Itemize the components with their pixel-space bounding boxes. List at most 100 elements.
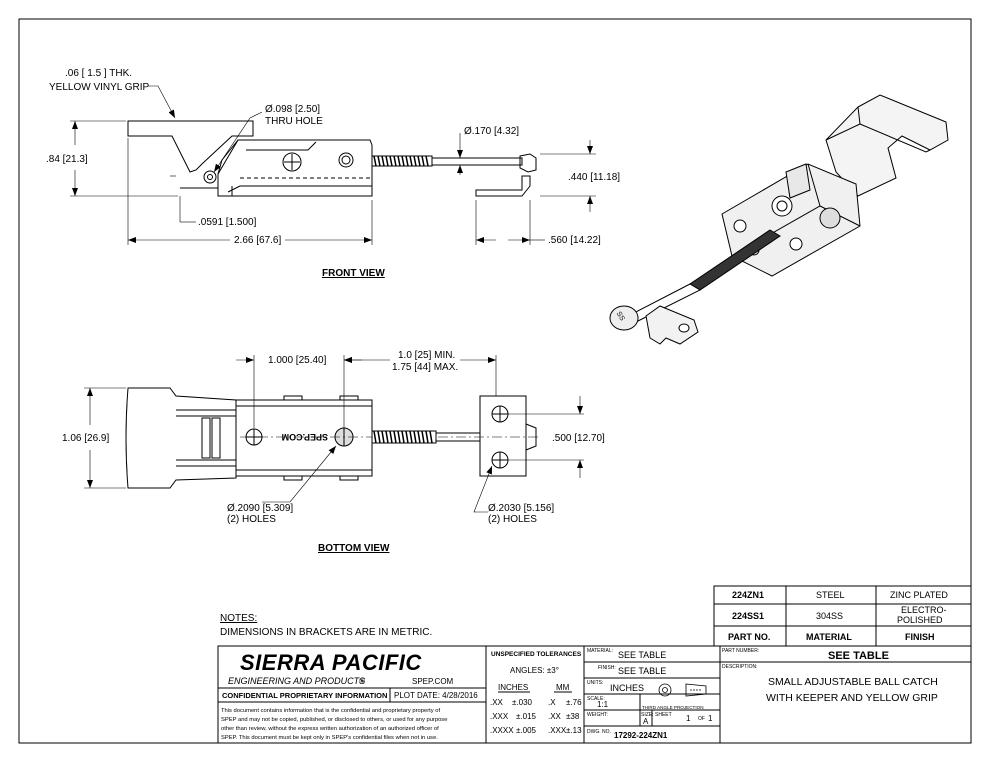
tol-r1-c: .X xyxy=(548,698,556,707)
tol-r1-a: .XX xyxy=(490,698,504,707)
bottom-view-title: BOTTOM VIEW xyxy=(318,543,390,554)
sheet-label: SHEET xyxy=(655,712,672,718)
tol-r3-a: .XXXX xyxy=(490,726,514,735)
thru-hole-circle xyxy=(203,170,217,184)
bottom-view xyxy=(125,387,540,489)
tol-title: UNSPECIFIED TOLERANCES xyxy=(491,651,582,658)
notes-line: DIMENSIONS IN BRACKETS ARE IN METRIC. xyxy=(220,627,432,638)
thk2-label: .0591 [1.500] xyxy=(198,217,257,228)
company-web: SPEP.COM xyxy=(412,677,454,686)
part-row1-part: 224ZN1 xyxy=(732,590,764,600)
title-block-text: SIERRA PACIFIC ENGINEERING AND PRODUCTS … xyxy=(221,648,938,741)
tol-r3-c: .XXX xyxy=(548,726,567,735)
iso-grip xyxy=(825,94,949,197)
keeper-w-label: .500 [12.70] xyxy=(552,433,605,444)
tol-r3-d: ±.13 xyxy=(566,726,582,735)
part-row1-material: STEEL xyxy=(816,590,845,600)
holes-right-label: Ø.2030 [5.156] xyxy=(488,503,554,514)
front-body xyxy=(217,139,373,193)
size-value: A xyxy=(643,717,649,726)
finish-label: FINISH: xyxy=(598,665,616,671)
notes: NOTES: DIMENSIONS IN BRACKETS ARE IN MET… xyxy=(220,613,432,638)
tol-r1-d: ±.76 xyxy=(566,698,582,707)
iso-ball xyxy=(609,305,639,331)
projection-symbol-icon xyxy=(658,683,707,697)
company-logo: SIERRA PACIFIC xyxy=(240,650,422,675)
iso-stamp-text: SS xyxy=(615,311,626,323)
sheet-value: 1 xyxy=(686,714,691,723)
front-rear-rivet xyxy=(338,152,354,168)
tol-mm: MM xyxy=(556,683,570,692)
front-pivot-circle xyxy=(282,152,302,172)
length-label: 2.66 [67.6] xyxy=(234,235,281,246)
bottom-thread xyxy=(373,430,433,444)
grip-thk-label: .06 [ 1.5 ] THK. xyxy=(65,68,132,79)
iso-keeper xyxy=(645,305,699,345)
part-row2-material: 304SS xyxy=(816,611,843,621)
thru-note-label: THRU HOLE xyxy=(265,116,323,127)
bottom-keeper xyxy=(479,395,527,477)
front-grip xyxy=(127,120,254,173)
front-keeper xyxy=(475,175,531,197)
units-value: INCHES xyxy=(610,683,644,693)
isometric-view: SS xyxy=(609,94,949,345)
rod-dia-label: Ø.170 [4.32] xyxy=(464,126,519,137)
part-row2-finish: ELECTRO- xyxy=(901,605,947,615)
front-dimensions xyxy=(70,85,596,245)
desc-label: DESCRIPTION: xyxy=(722,664,758,670)
bottom-dim-text: 1.000 [25.40] 1.0 [25] MIN. 1.75 [44] MA… xyxy=(62,350,605,554)
scale-value: 1:1 xyxy=(597,700,609,709)
header-material: MATERIAL xyxy=(806,632,852,642)
finish-value: SEE TABLE xyxy=(618,666,666,676)
legal-line-3: other than review, without the express w… xyxy=(221,726,439,732)
bottom-dimensions xyxy=(84,355,584,513)
tol-angles: ANGLES: ±3° xyxy=(510,666,559,675)
plot-date: PLOT DATE: 4/28/2016 xyxy=(394,691,478,700)
header-finish: FINISH xyxy=(905,632,935,642)
confidential-label: CONFIDENTIAL PROPRIETARY INFORMATION xyxy=(222,691,387,700)
thru-dia-label: Ø.098 [2.50] xyxy=(265,104,320,115)
desc-line-2: WITH KEEPER AND YELLOW GRIP xyxy=(766,692,938,704)
parts-table-text: 224ZN1 STEEL ZINC PLATED 224SS1 304SS EL… xyxy=(728,590,948,642)
dwg-label: DWG. NO. xyxy=(587,729,611,735)
holes-left-qty: (2) HOLES xyxy=(227,514,276,525)
holes-left-label: Ø.2090 [5.309] xyxy=(227,503,293,514)
front-view-title: FRONT VIEW xyxy=(322,268,385,279)
keeper-len-label: .560 [14.22] xyxy=(548,235,601,246)
tol-r3-b: ±.005 xyxy=(516,726,537,735)
adj-min-label: 1.0 [25] MIN. xyxy=(398,350,455,361)
scale-label: SCALE: xyxy=(587,696,605,702)
front-thread xyxy=(371,155,433,167)
front-rod xyxy=(431,157,523,166)
hook-h-label: .440 [11.18] xyxy=(568,172,620,183)
legal-line-1: This document contains information that … xyxy=(221,708,441,714)
grip-name-label: YELLOW VINYL GRIP xyxy=(49,82,150,93)
tol-r2-d: ±38 xyxy=(566,712,580,721)
tol-inches: INCHES xyxy=(498,683,528,692)
projection-label: THIRD ANGLE PROJECTION xyxy=(642,705,704,710)
of-label: OF xyxy=(698,716,705,722)
hole-spacing-label: 1.000 [25.40] xyxy=(268,355,327,366)
part-row2-finish2: POLISHED xyxy=(897,615,943,625)
front-dim-text: .06 [ 1.5 ] THK. YELLOW VINYL GRIP Ø.098… xyxy=(46,68,620,279)
size-label: SIZE: xyxy=(641,712,654,718)
width-label: 1.06 [26.9] xyxy=(62,433,109,444)
tol-r2-c: .XX xyxy=(548,712,562,721)
dwg-value: 17292-224ZN1 xyxy=(614,731,668,740)
material-label: MATERIAL: xyxy=(587,648,613,654)
tol-r2-a: .XXX xyxy=(490,712,509,721)
partnum-value: SEE TABLE xyxy=(828,650,889,662)
weight-label: WEIGHT: xyxy=(587,712,608,718)
height-label: .84 [21.3] xyxy=(46,154,88,165)
bottom-stamp: SPEP.COM xyxy=(282,432,328,442)
tol-r2-b: ±.015 xyxy=(516,712,537,721)
company-sub: ENGINEERING AND PRODUCTS xyxy=(228,676,365,686)
part-row1-finish: ZINC PLATED xyxy=(890,590,948,600)
registered-mark: ® xyxy=(359,677,365,686)
material-value: SEE TABLE xyxy=(618,650,666,660)
notes-heading: NOTES: xyxy=(220,613,257,624)
holes-right-qty: (2) HOLES xyxy=(488,514,537,525)
title-block-lines xyxy=(217,645,972,744)
desc-line-1: SMALL ADJUSTABLE BALL CATCH xyxy=(768,676,938,688)
